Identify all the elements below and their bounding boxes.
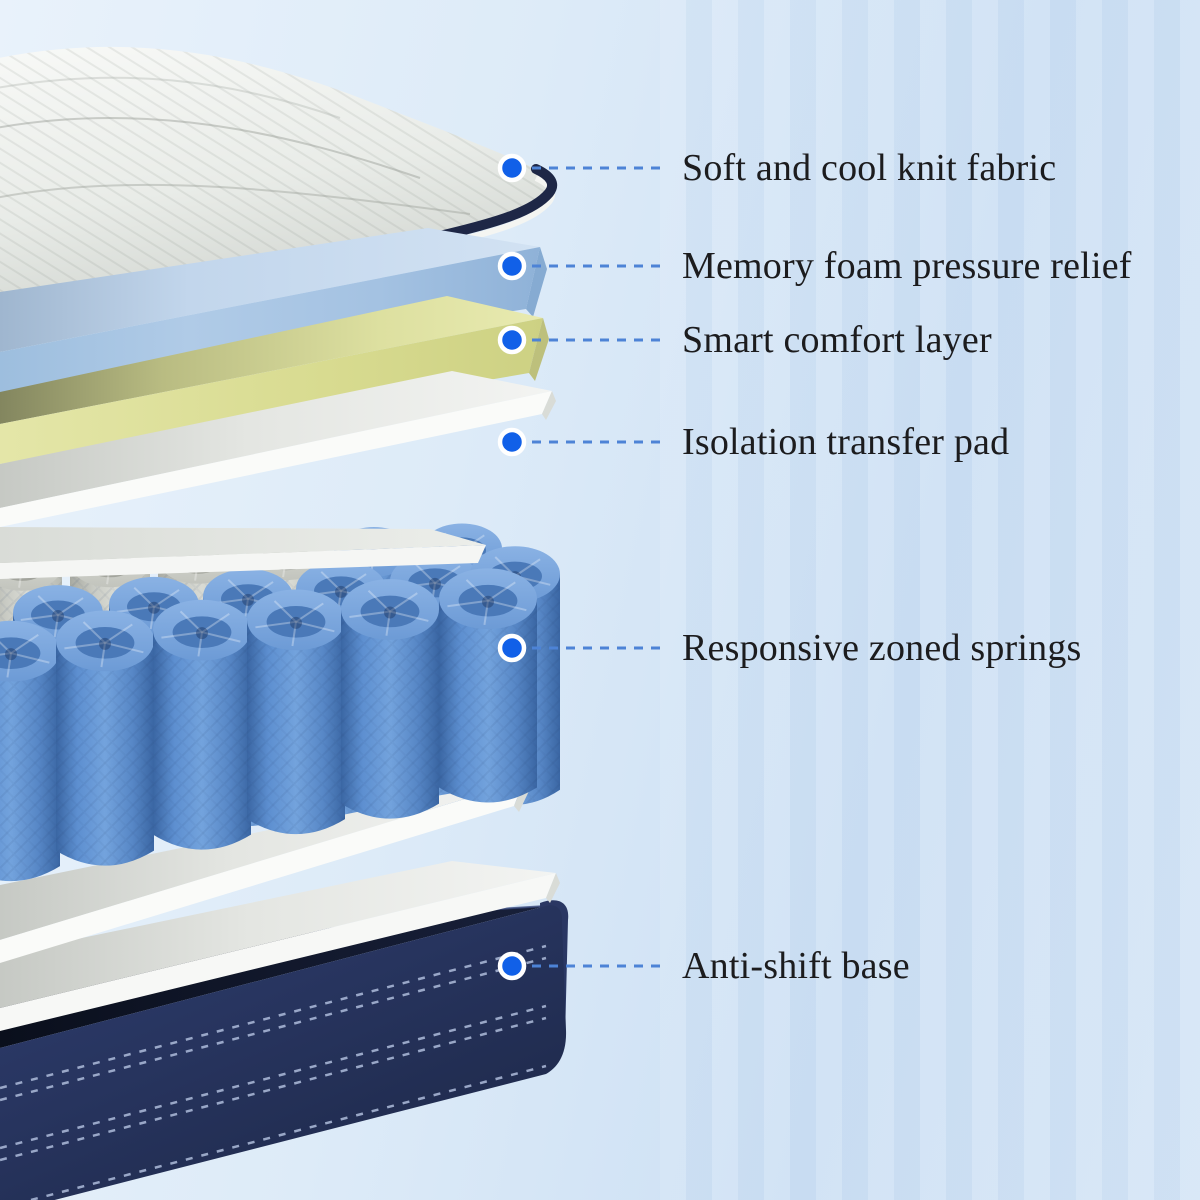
callout-dot-memory-foam [497, 251, 527, 281]
callout-label-comfort-layer: Smart comfort layer [682, 319, 992, 361]
spring-coil-blue [247, 589, 345, 835]
quilt-seam [0, 116, 421, 179]
spring-coil-blue [0, 620, 60, 882]
spring-top-pad-layer [0, 527, 486, 579]
callout-dot-base [497, 951, 527, 981]
callout-label-isolation-pad: Isolation transfer pad [682, 421, 1010, 463]
quilt-seam [0, 183, 471, 215]
callout-dot-comfort-layer [497, 325, 527, 355]
spring-coil-blue [341, 579, 439, 819]
callout-dot-isolation-pad [497, 427, 527, 457]
callout-dot-springs [497, 633, 527, 663]
spring-coil-blue [56, 610, 154, 866]
spring-coil-blue [439, 568, 537, 803]
base-pad-lower-layer [0, 861, 560, 1031]
callout-label-springs: Responsive zoned springs [682, 627, 1082, 669]
callout-label-base: Anti-shift base [682, 945, 910, 987]
memory-foam-layer [0, 228, 547, 394]
spring-row-front [0, 568, 537, 882]
isolation-pad-layer [0, 371, 556, 527]
spring-coil-blue [153, 599, 251, 850]
callouts [497, 153, 664, 981]
comfort-foam-layer [0, 296, 549, 464]
quilt-seam [0, 76, 341, 119]
callout-label-memory-foam: Memory foam pressure relief [682, 245, 1132, 287]
callout-label-knit-fabric: Soft and cool knit fabric [682, 147, 1057, 189]
anti-shift-base-layer [0, 900, 569, 1200]
callout-dot-knit-fabric [497, 153, 527, 183]
